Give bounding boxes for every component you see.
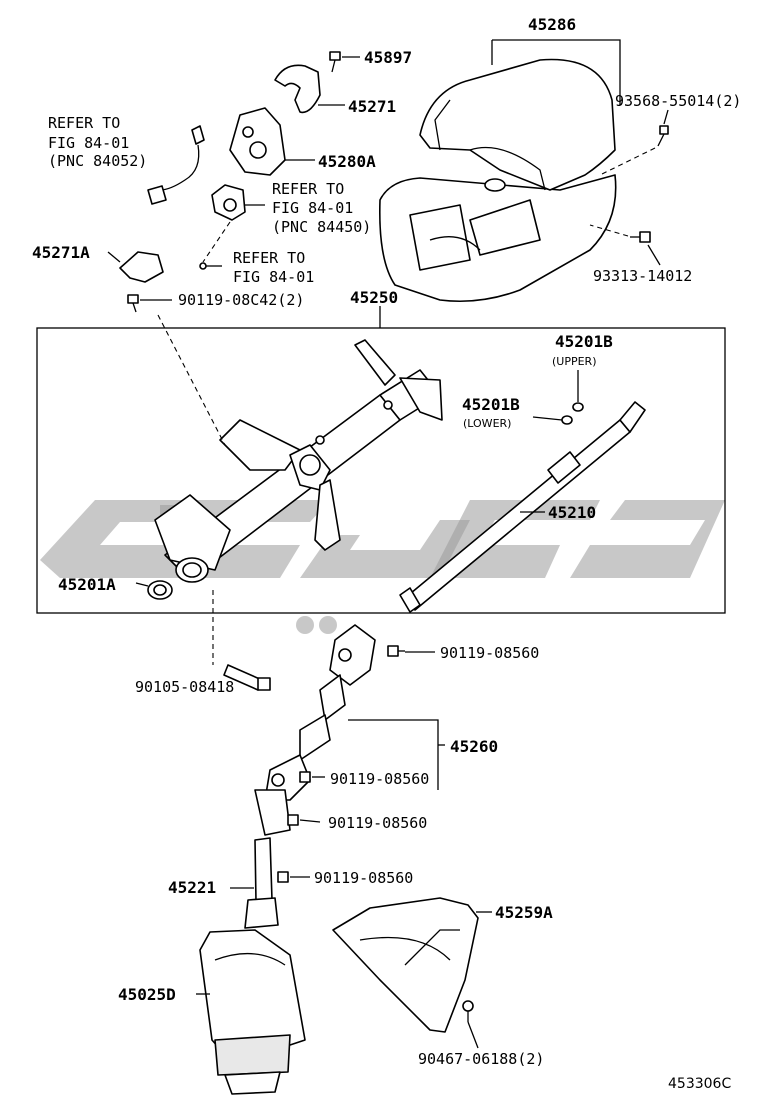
label-45201B-upper: 45201B: [555, 332, 613, 351]
screw-93313: [630, 231, 651, 243]
ref3-line1: REFER TO: [233, 249, 305, 267]
label-45250: 45250: [350, 288, 398, 307]
label-upper: (UPPER): [552, 355, 597, 368]
label-45897: 45897: [364, 48, 412, 67]
switch-84052: [147, 125, 205, 205]
ref3-line2: FIG 84-01: [233, 268, 314, 286]
bolt-90119-08560-b: [299, 771, 311, 783]
label-45271: 45271: [348, 97, 396, 116]
screw-93568: [657, 125, 669, 147]
diagram-id: 453306C: [668, 1076, 731, 1092]
label-45259A: 45259A: [495, 903, 553, 922]
assembly-frame: [36, 327, 726, 614]
label-90119-08C42: 90119-08C42(2): [178, 291, 304, 309]
ref1-line1: REFER TO: [48, 114, 120, 132]
ref2-line1: REFER TO: [272, 180, 344, 198]
label-90467: 90467-06188(2): [418, 1050, 544, 1068]
label-90119-08560-a: 90119-08560: [440, 644, 539, 662]
label-45280A: 45280A: [318, 152, 376, 171]
bolt-90119-08560-c: [287, 814, 299, 826]
label-90119-08560-d: 90119-08560: [314, 869, 413, 887]
shaft-45260: [254, 624, 376, 836]
label-90119-08560-c: 90119-08560: [328, 814, 427, 832]
plate-45271A: [119, 251, 164, 283]
ref1-line3: (PNC 84052): [48, 152, 147, 170]
bolt-90119-08560-a: [387, 645, 405, 657]
label-45201A: 45201A: [58, 575, 116, 594]
column-cover-45286: [378, 58, 617, 302]
label-93568: 93568-55014(2): [615, 92, 741, 110]
clamp-45271: [274, 64, 321, 114]
label-45025D: 45025D: [118, 985, 176, 1004]
ref2-line3: (PNC 84450): [272, 218, 371, 236]
bushing-45201B-upper: [572, 402, 584, 412]
shaft-45221: [244, 837, 279, 929]
label-45210: 45210: [548, 503, 596, 522]
small-part-ref3: [199, 262, 207, 270]
leader-45286: [491, 39, 621, 105]
label-45286: 45286: [528, 15, 576, 34]
bolt-90119-08C42: [127, 294, 139, 313]
cover-45259A: [332, 897, 479, 1033]
switch-84450: [211, 184, 246, 221]
label-90105-08418: 90105-08418: [135, 678, 234, 696]
ref1-line2: FIG 84-01: [48, 134, 129, 152]
label-45221: 45221: [168, 878, 216, 897]
label-45260: 45260: [450, 737, 498, 756]
label-93313: 93313-14012: [593, 267, 692, 285]
bolt-90105-08418: [223, 664, 271, 691]
bolt-90119-08560-d: [277, 871, 289, 883]
bolt-45897: [329, 51, 341, 73]
label-90119-08560-b: 90119-08560: [330, 770, 429, 788]
ref2-line2: FIG 84-01: [272, 199, 353, 217]
shaft-45210: [399, 401, 646, 613]
label-lower: (LOWER): [463, 417, 511, 430]
bushing-45201A: [147, 580, 173, 600]
lock-45280A: [229, 107, 286, 176]
boot-45025D: [199, 929, 306, 1095]
watermark: [40, 500, 725, 634]
label-45271A: 45271A: [32, 243, 90, 262]
clip-90467: [462, 1000, 474, 1022]
column-45250: [154, 339, 443, 583]
label-45201B-lower: 45201B: [462, 395, 520, 414]
bushing-45201B-lower: [561, 415, 573, 425]
